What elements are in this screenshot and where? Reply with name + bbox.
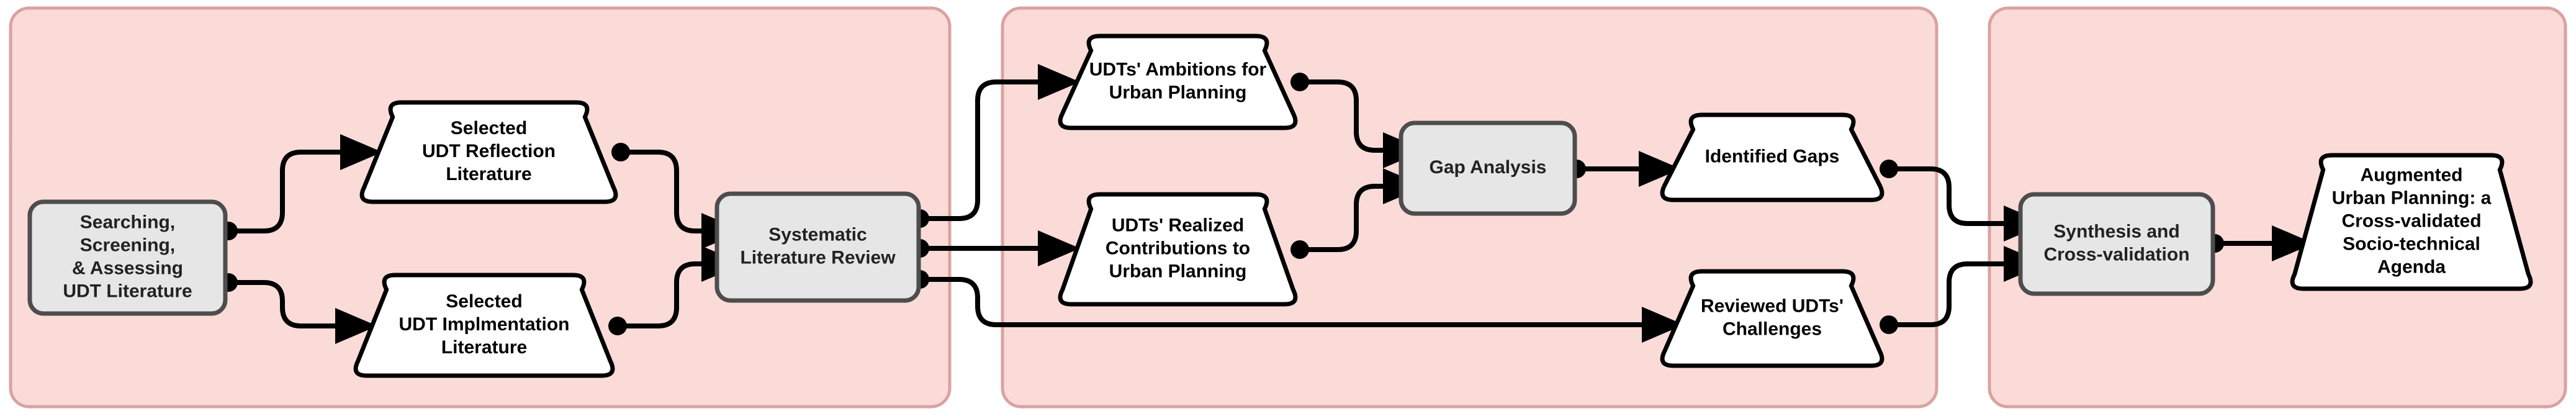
node-selected-udt-implmentation-literature-label-line: UDT Implmentation	[399, 314, 570, 335]
edge-arrowhead	[1038, 230, 1080, 266]
node-gap-analysis-label-line: Gap Analysis	[1430, 157, 1547, 178]
node-selected-udt-reflection-literature-label-line: Selected	[451, 118, 527, 138]
edge-source-dot	[611, 143, 630, 161]
node-augmented-urban-planning-agenda-label-line: Socio-technical	[2343, 233, 2480, 254]
node-systematic-literature-review-label-line: Systematic	[768, 224, 867, 245]
node-selected-udt-implmentation-literature-label-line: Literature	[441, 337, 527, 358]
node-synthesis-and-cross-validation-label-line: Cross-validation	[2043, 244, 2189, 265]
node-udts-realized-contributions-to-urban-planning-label-line: UDTs' Realized	[1112, 215, 1244, 235]
node-reviewed-udts-challenges[interactable]: Reviewed UDTs' Challenges	[1660, 269, 1885, 368]
node-reviewed-udts-challenges-label-line: Challenges	[1723, 319, 1822, 339]
edge-reflection-to-slr	[622, 150, 701, 233]
node-searching-screening-assessing-label-line: & Assessing	[72, 258, 183, 278]
node-udts-realized-contributions-to-urban-planning-shape	[1058, 192, 1298, 307]
node-systematic-literature-review-shape	[714, 191, 921, 303]
edge-arrowhead	[2272, 225, 2314, 261]
edge-searching-to-reflection	[227, 150, 340, 233]
edge-arrowhead	[1038, 64, 1080, 100]
node-reviewed-udts-challenges-label-line: Reviewed UDTs'	[1701, 296, 1844, 316]
node-searching-screening-assessing-shape	[27, 199, 228, 316]
edge-arrowhead	[340, 134, 382, 170]
node-systematic-literature-review-label-line: Literature Review	[740, 247, 896, 268]
stage-three-container	[1988, 6, 2567, 409]
node-selected-udt-implmentation-literature-shape	[353, 273, 615, 378]
node-searching-screening-assessing-label-line: Screening,	[80, 235, 175, 255]
edge-searching-to-implementation	[227, 280, 335, 328]
node-augmented-urban-planning-agenda-label-line: Agenda	[2377, 256, 2446, 277]
node-searching-screening-assessing-label-line: Searching,	[80, 212, 175, 232]
node-synthesis-and-cross-validation-shape	[2018, 192, 2215, 296]
edge-arrowhead	[335, 308, 377, 344]
edge-contributions-to-gap-analysis	[1301, 184, 1383, 252]
stage-one-container	[9, 6, 952, 409]
node-identified-gaps[interactable]: Identified Gaps	[1660, 112, 1885, 202]
edge-arrowhead	[1639, 151, 1681, 187]
node-identified-gaps-label-line: Identified Gaps	[1705, 146, 1840, 166]
edge-source-dot	[1290, 73, 1309, 91]
edge-slr-to-challenges	[921, 277, 1642, 327]
node-selected-udt-reflection-literature-shape	[359, 100, 618, 204]
node-augmented-urban-planning-agenda-label-line: Augmented	[2361, 165, 2463, 185]
edge-ambitions-to-gap-analysis	[1301, 79, 1383, 153]
node-augmented-urban-planning-agenda-label-line: Cross-validated	[2341, 210, 2481, 231]
node-reviewed-udts-challenges-shape	[1660, 269, 1885, 368]
node-identified-gaps-shape	[1660, 112, 1885, 202]
node-augmented-urban-planning-agenda-label-line: Urban Planning: a	[2332, 188, 2492, 208]
edge-identified-gaps-to-synthesis	[1890, 166, 2004, 226]
edge-source-dot	[1880, 160, 1898, 178]
node-udts-realized-contributions-to-urban-planning-label-line: Contributions to	[1106, 238, 1250, 258]
node-selected-udt-implmentation-literature-label-line: Selected	[446, 291, 522, 312]
node-searching-screening-assessing-label-line: UDT Literature	[63, 281, 192, 301]
node-udts-ambitions-for-urban-planning-label-line: Urban Planning	[1109, 82, 1247, 102]
node-selected-udt-reflection-literature-label-line: UDT Reflection	[422, 141, 556, 161]
node-udts-ambitions-for-urban-planning-shape	[1058, 34, 1298, 130]
node-udts-realized-contributions-to-urban-planning-label-line: Urban Planning	[1109, 261, 1247, 281]
edge-source-dot	[1290, 240, 1309, 259]
edge-source-dot	[608, 317, 627, 335]
node-synthesis-and-cross-validation-label-line: Synthesis and	[2053, 221, 2179, 242]
node-gap-analysis-shape	[1398, 120, 1577, 216]
edge-implementation-to-slr	[619, 261, 701, 328]
edge-challenges-to-synthesis	[1890, 261, 2004, 327]
node-augmented-urban-planning-agenda-shape	[2290, 153, 2533, 291]
edge-arrowhead	[1642, 307, 1684, 343]
node-udts-ambitions-for-urban-planning-label-line: UDTs' Ambitions for	[1089, 59, 1267, 79]
edge-slr-to-contributions-upper	[921, 79, 1038, 221]
edge-source-dot	[1880, 315, 1898, 334]
node-gap-analysis[interactable]: Gap Analysis	[1398, 120, 1577, 216]
node-selected-udt-reflection-literature-label-line: Literature	[446, 164, 531, 184]
